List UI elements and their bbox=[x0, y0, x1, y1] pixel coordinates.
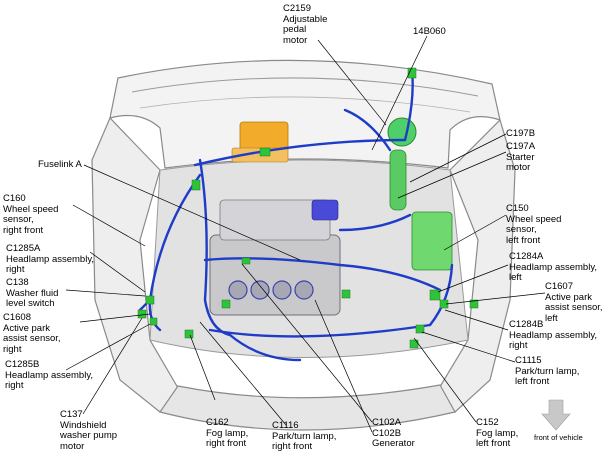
front-bumper bbox=[159, 384, 456, 431]
label-c1285a: C1285A Headlamp assembly, right bbox=[6, 243, 95, 275]
label-c162: C162 Fog lamp, right front bbox=[206, 417, 249, 449]
front-arrow-icon bbox=[541, 399, 571, 431]
label-14b060: 14B060 bbox=[413, 26, 446, 37]
cylinder-1 bbox=[228, 280, 248, 300]
label-c150: C150 Wheel speed sensor, left front bbox=[506, 203, 562, 246]
starter-motor bbox=[389, 149, 407, 211]
hood-inner-line bbox=[131, 77, 479, 97]
label-c197b: C197B bbox=[506, 128, 536, 139]
label-c1284b: C1284B Headlamp assembly, right bbox=[509, 319, 598, 351]
connectors bbox=[137, 67, 479, 349]
reservoir bbox=[311, 199, 339, 221]
label-c1607: C1607 Active park assist sensor, left bbox=[545, 281, 603, 324]
label-c1608: C1608 Active park assist sensor, right bbox=[3, 312, 61, 355]
wiring-harness bbox=[138, 68, 454, 362]
label-c160: C160 Wheel speed sensor, right front bbox=[3, 193, 59, 236]
label-c197a: C197A Starter motor bbox=[506, 141, 536, 173]
leader-lines bbox=[65, 35, 546, 433]
cylinder-4 bbox=[294, 280, 314, 300]
label-front-of-vehicle: front of vehicle bbox=[534, 433, 583, 442]
air-intake bbox=[387, 117, 417, 147]
air-box bbox=[411, 211, 453, 271]
fuse-block bbox=[239, 121, 289, 153]
label-c102ab: C102A C102B Generator bbox=[372, 417, 415, 449]
label-c1115: C1115 Park/turn lamp, left front bbox=[515, 355, 580, 387]
label-c137: C137 Windshield washer pump motor bbox=[60, 409, 118, 452]
label-fuselink-a: Fuselink A bbox=[38, 159, 82, 170]
label-c138: C138 Washer fluid level switch bbox=[6, 277, 59, 309]
cylinder-3 bbox=[272, 280, 292, 300]
label-c1116: C1116 Park/turn lamp, right front bbox=[272, 420, 337, 452]
cylinder-2 bbox=[250, 280, 270, 300]
hood-outline bbox=[109, 59, 501, 169]
label-c152: C152 Fog lamp, left front bbox=[476, 417, 519, 449]
label-c1284a: C1284A Headlamp assembly, left bbox=[509, 251, 598, 283]
label-c1285b: C1285B Headlamp assembly, right bbox=[5, 359, 94, 391]
hood-inner-line-2 bbox=[139, 96, 471, 113]
label-c2159: C2159 Adjustable pedal motor bbox=[283, 3, 328, 46]
